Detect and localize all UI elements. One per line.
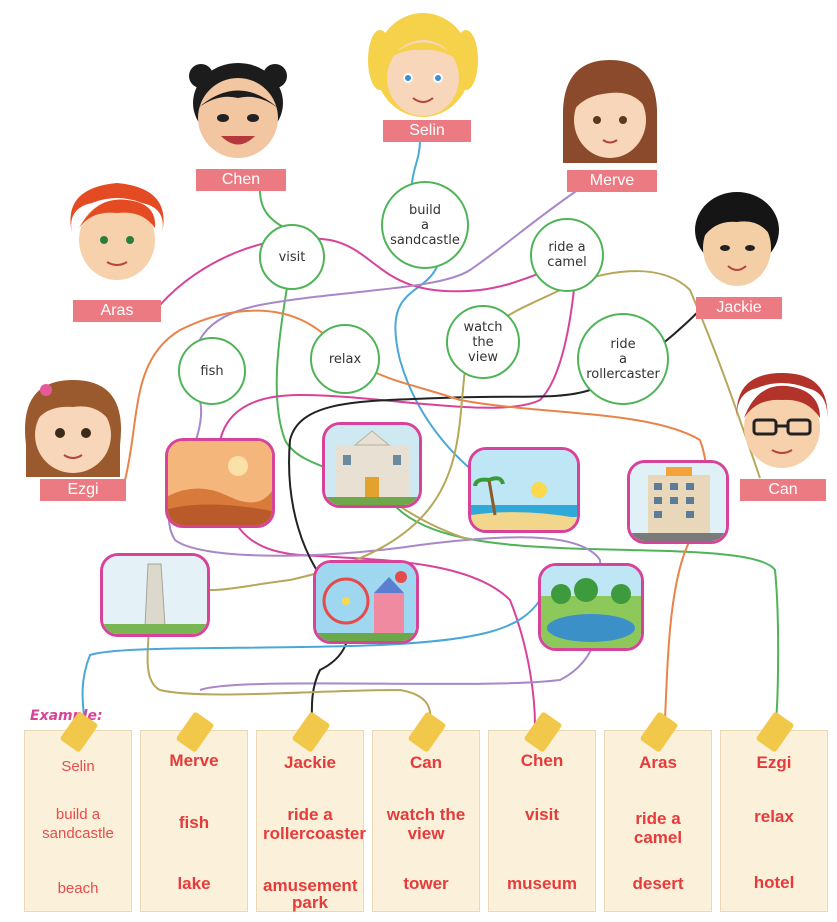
- card-place[interactable]: hotel: [753, 873, 795, 892]
- name-tag-jackie: Jackie: [696, 297, 782, 319]
- card-name[interactable]: Chen: [520, 751, 564, 770]
- bubble-ride-a-camel: ride a camel: [530, 218, 604, 292]
- jackie-face: [690, 190, 785, 290]
- card-activity[interactable]: ride a rollercoaster: [263, 805, 366, 843]
- card-activity[interactable]: ride a camel: [633, 809, 683, 847]
- bubble-visit: visit: [259, 224, 325, 290]
- bubble-build-a-sandcastle: build a sandcastle: [381, 181, 469, 269]
- aras-face: [62, 178, 172, 288]
- tape-icon: [291, 711, 331, 753]
- card-name[interactable]: Jackie: [284, 753, 336, 772]
- name-tag-can: Can: [740, 479, 826, 501]
- name-tag-merve: Merve: [567, 170, 657, 192]
- answer-card-can: Can watch the view tower: [372, 711, 480, 912]
- card-name[interactable]: Aras: [639, 753, 677, 772]
- card-activity[interactable]: relax: [754, 807, 794, 826]
- card-name[interactable]: Merve: [169, 751, 219, 770]
- answer-card-chen: Chen visit museum: [488, 711, 596, 912]
- bubble-relax: relax: [310, 324, 380, 394]
- tape-icon: [175, 711, 215, 753]
- beach-picture: [468, 447, 580, 533]
- tower-picture: [100, 553, 210, 637]
- tape-icon: [639, 711, 679, 753]
- tape-icon: [523, 711, 563, 753]
- ezgi-face: [18, 375, 128, 480]
- card-place[interactable]: amusement park: [263, 876, 358, 912]
- card-place[interactable]: lake: [177, 874, 211, 893]
- card-activity[interactable]: build a sandcastle: [42, 806, 114, 842]
- card-place[interactable]: tower: [403, 874, 449, 893]
- bubble-fish: fish: [178, 337, 246, 405]
- amusement-park-picture: [313, 560, 419, 644]
- bubble-ride-a-rollercaster: ride a rollercaster: [577, 313, 669, 405]
- desert-picture: [165, 438, 275, 528]
- answer-card-merve: Merve fish lake: [140, 711, 248, 912]
- answer-card-aras: Aras ride a camel desert: [604, 711, 712, 912]
- card-activity[interactable]: visit: [524, 805, 560, 824]
- answer-card-ezgi: Ezgi relax hotel: [720, 711, 828, 912]
- card-activity[interactable]: watch the view: [386, 805, 466, 843]
- card-place[interactable]: beach: [57, 880, 99, 897]
- name-tag-aras: Aras: [73, 300, 161, 322]
- tape-icon: [407, 711, 447, 753]
- card-activity[interactable]: fish: [178, 813, 210, 832]
- answer-card-jackie: Jackie ride a rollercoaster amusement pa…: [256, 711, 366, 912]
- card-name[interactable]: Selin: [61, 758, 95, 775]
- tape-icon: [755, 711, 795, 753]
- merve-face: [555, 55, 665, 165]
- bubble-watch-the-view: watch the view: [446, 305, 520, 379]
- answer-card-selin: Selin build a sandcastle beach: [24, 711, 132, 912]
- card-place[interactable]: museum: [507, 874, 577, 893]
- hotel-picture: [627, 460, 729, 544]
- name-tag-ezgi: Ezgi: [40, 479, 126, 501]
- card-place[interactable]: desert: [632, 874, 684, 893]
- museum-picture: [322, 422, 422, 508]
- lake-picture: [538, 563, 644, 651]
- name-tag-selin: Selin: [383, 120, 471, 142]
- name-tag-chen: Chen: [196, 169, 286, 191]
- card-name[interactable]: Ezgi: [756, 753, 792, 772]
- chen-face: [183, 58, 293, 163]
- can-face: [732, 368, 832, 473]
- card-name[interactable]: Can: [409, 753, 443, 772]
- selin-face: [368, 10, 478, 120]
